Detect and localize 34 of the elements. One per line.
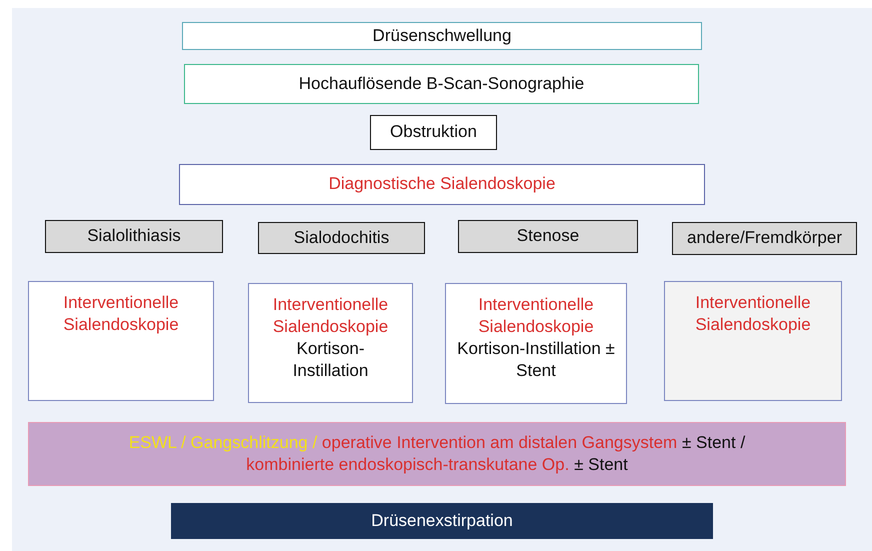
node-label: Interventionelle Sialendoskopie [62,292,180,336]
diagnosis-box [258,222,425,254]
finding-box [370,115,497,150]
therapy-box [28,281,214,401]
diagnosis-box [672,222,857,255]
node-note: ± Stent / [682,433,746,452]
node-note: Kortison-Instillation [292,338,370,382]
node-note: operative Intervention am distalen Gangsystem [322,433,678,452]
node-label: ESWL / Gangschlitzung / [128,433,318,452]
step-box [184,64,699,104]
node-label: Interventionelle Sialendoskopie [272,294,390,338]
node-label: andere/Fremdkörper [687,227,842,250]
node-label: Interventionelle Sialendoskopie [694,292,812,336]
node-label: Drüsenschwellung [372,24,512,47]
node-label: Sialodochitis [294,226,390,249]
node-note: kombinierte endoskopisch-transkutane Op. [246,455,570,474]
therapy-band [28,422,846,486]
node-label: Interventionelle Sialendoskopie [477,294,595,338]
node-note: Kortison-Instillation ± Stent [456,338,616,382]
procedure-box [179,164,705,205]
node-label: Drüsenexstirpation [371,510,513,532]
therapy-box [248,283,413,403]
node-label: Sialolithiasis [87,225,181,248]
node-label: Obstruktion [390,121,477,144]
surgery-box [171,503,713,539]
node-label: Diagnostische Sialendoskopie [328,173,556,196]
node-label: Stenose [516,225,580,248]
therapy-box [445,283,627,404]
node-note: ± Stent [574,455,628,474]
step-box [182,22,702,50]
node-label: Hochauflösende B-Scan-Sonographie [298,72,584,95]
diagnosis-box [45,220,223,253]
therapy-box [664,281,842,401]
diagnosis-box [458,220,638,253]
